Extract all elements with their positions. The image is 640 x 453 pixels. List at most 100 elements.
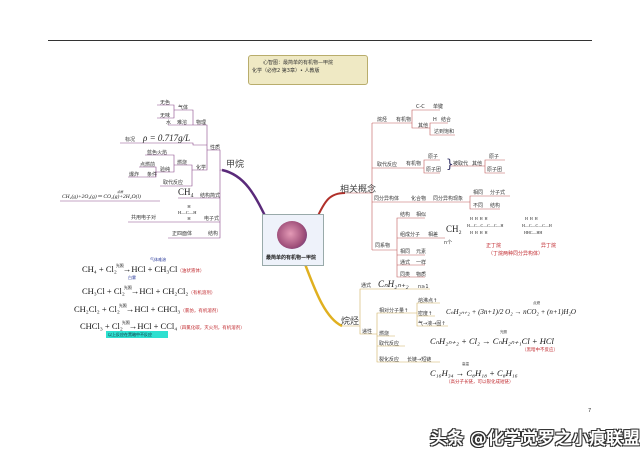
alkane-cracking-cond: 高温 [462,362,469,366]
eq-cond: 光照 [118,303,127,308]
node-electron-formula: 电子式 [204,216,220,222]
node-stp: 标况 [125,137,136,143]
eq-right: HCl + CCl₄ [137,321,178,331]
node-bp-up: 熔沸点↑ [418,298,438,304]
node-general-formula: CₙH₂ₙ₊₂ [378,279,409,289]
eq-note: （四氯化碳，灭火剂，有机溶剂） [177,326,245,331]
eq-cond: 光照 [123,285,132,290]
eq-text: C₁₆H₃₄ → C₈H₁₈ + C₈H₁₆ [430,368,518,378]
alkane-cracking-eq: C₁₆H₃₄ → C₈H₁₈ + C₈H₁₆ [430,368,518,378]
node-explosion: 爆炸 [129,172,140,178]
eq-text: CₙH₂ₙ₊₂ + Cl₂ → CₙH₂ₙ₊₁Cl + HCl [430,336,554,346]
title-line-2: 化学（必修2 第3章）• 人教版 [252,68,320,74]
node-element: 元素 [416,249,427,255]
label-iso-butane: 异丁烷 [541,243,557,249]
node-n: n个 [444,240,453,246]
node-same: 相同 [473,190,484,196]
node-chemical: 化学 [196,165,207,171]
substitution-eq-1: CH₄ + Cl₂光照→HCl + CH₃Cl（油状液体） [82,263,205,274]
node-isomer: 同分异构体 [374,196,400,202]
node-same-class: 同类 [400,272,411,278]
eq-left: CH₃Cl + Cl₂ [82,286,125,296]
alkane-combustion-cond: 点燃 [533,301,540,305]
node-concepts: 相关概念 [340,185,377,195]
node-insoluble: 难溶 [177,120,188,126]
node-homolog: 同系物 [375,243,391,249]
node-substitution: 取代反应 [163,180,184,186]
substitution-eq-2: CH₃Cl + Cl₂光照→HCl + CH₂Cl₂（有机溶剂） [82,285,216,296]
node-cc: C-C [416,104,425,110]
node-same-2: 相同 [400,249,411,255]
top-rule [48,40,592,41]
node-other: 其他 [418,123,429,129]
node-other-2: 其他 [472,161,483,167]
node-substance: 物质 [416,272,427,278]
node-state: 气→液→固↑ [418,321,446,327]
alkane-substitution-cond: 光照 [500,330,507,334]
node-mass-up: 相对分子量↑ [379,308,409,314]
node-combustion-alk: 燃烧 [379,331,390,337]
node-struct: 结构 [490,203,501,209]
node-structural-simple: 结构简式 [200,193,221,199]
alkane-substitution-note: （黑暗中不反应） [522,348,558,353]
node-n-cond: n≥1 [418,284,429,290]
node-struct-2: 结构 [400,212,411,218]
node-single-bond: 单键 [433,104,444,110]
combustion-equation: CH₄(g)+2O₂(g) ═ CO₂(g)+2H₂O(l) 点燃 [62,191,141,201]
node-density: ρ = 0.717g/L [143,133,191,143]
node-alkane: 烷烃 [377,117,388,123]
node-differ: 相差 [428,232,439,238]
title-box: 心智图：最简单的有机物—甲烷 化学（必修2 第3章）• 人教版 [248,55,368,85]
dark-reaction-note: 以上反应在黑暗中不反应 [106,331,168,338]
node-compound: 化合物 [411,196,427,202]
page-number: 7 [588,408,592,414]
substitution-eq-3: CH₂Cl₂ + Cl₂光照→HCl + CHCl₃（氯仿，有机溶剂） [74,303,221,314]
node-substitution-concept: 取代反应 [377,162,398,168]
node-odorless: 无味 [160,113,171,119]
pig-image [277,221,307,249]
node-similar: 相似 [416,212,427,218]
eq1-above-note: 气体难溶 [150,257,166,262]
node-combine: 结合 [441,117,452,123]
node-check-purity: 验纯 [160,167,171,173]
node-general: 通式 [400,260,411,266]
node-replaced: 被取代 [453,161,469,167]
node-density-up: 密度↑ [418,311,433,317]
eq2-above-note: 白雾 [128,275,136,280]
node-combustion: 燃烧 [177,160,188,166]
eq-right: HCl + CH₃Cl [131,264,178,274]
eq-right: HCl + CH₂Cl₂ [139,286,189,296]
brace: } [446,157,454,171]
eq-left: CHCl₃ + Cl₂ [80,321,123,331]
node-organic-2: 有机物 [406,161,422,167]
node-diff: 不同 [473,203,484,209]
n-butane-structure: H H H H H—C—C—C—C—H H H H H [467,216,504,235]
eq-cond: 光照 [115,263,124,268]
node-property: 递性 [362,329,373,335]
methane-structural-formula: H H—C—H H [178,204,197,221]
node-properties: 性质 [210,145,221,151]
node-group-2: 原子团 [487,167,503,173]
node-gas: 气体 [178,105,189,111]
node-water: 水 [166,120,172,126]
node-substitution-alk: 取代反应 [379,341,400,347]
alkane-substitution-eq: CₙH₂ₙ₊₂ + Cl₂ → CₙH₂ₙ₊₁Cl + HCl [430,336,554,347]
eq-left: CH₄ + Cl₂ [82,264,117,274]
watermark: 头条 @化学觉罗之小痕联盟 [430,429,640,449]
node-cracking: 裂化反应 [379,357,400,363]
substitution-eq-4: CHCl₃ + Cl₂光照→HCl + CCl₄（四氯化碳，灭火剂，有机溶剂） [80,320,245,331]
alkane-cracking-note: （高分子长链，可以裂化成短链） [446,380,514,385]
eq-note: （氯仿，有机溶剂） [180,309,221,314]
node-blue-flame: 蓝色火焰 [147,150,168,156]
node-physical: 物理 [196,120,207,126]
node-structure: 结构 [208,231,219,237]
eq-right: HCl + CHCl₃ [134,304,181,314]
label-n-butane: 正丁烷 [486,243,502,249]
node-mol-formula: 分子式 [490,190,506,196]
eq-note: （油状液体） [177,269,205,274]
node-formula: CH₄ [178,187,194,197]
node-colorless: 无色 [160,100,171,106]
center-node: 最简单的有机物—甲烷 [262,214,324,266]
node-methane: 甲烷 [226,160,245,170]
